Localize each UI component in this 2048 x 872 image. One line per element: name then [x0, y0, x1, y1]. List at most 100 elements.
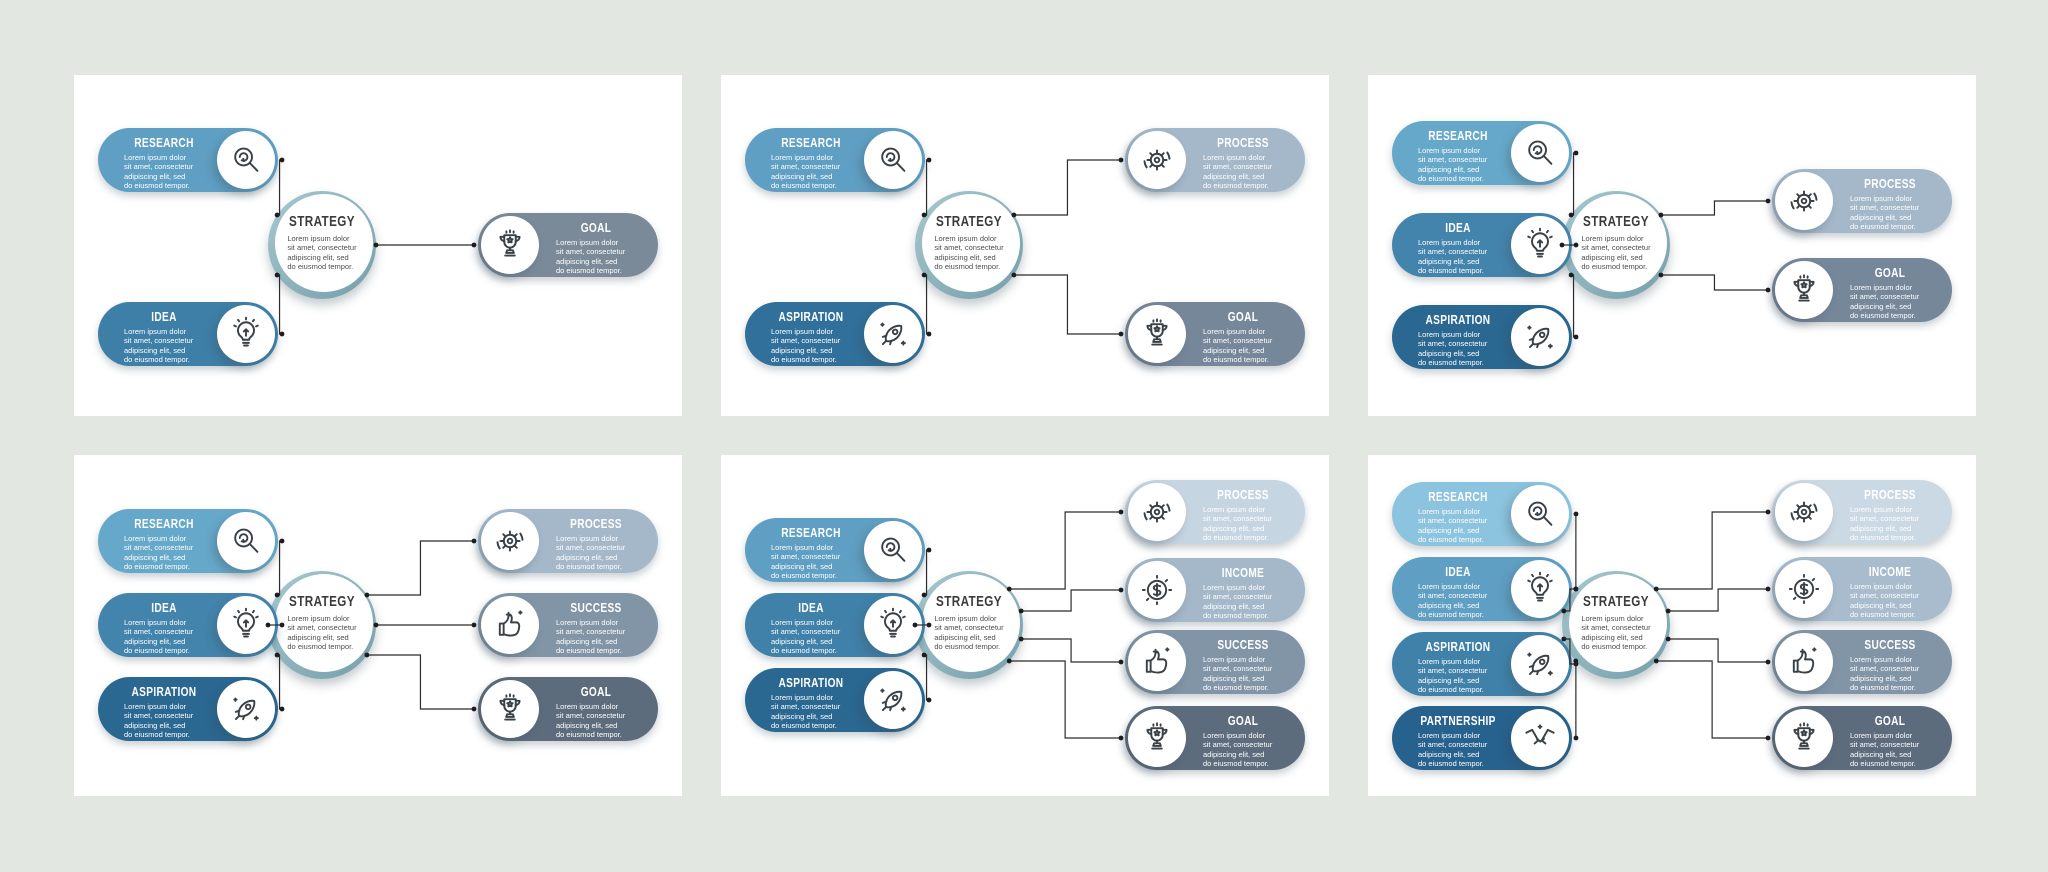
pill-description: Lorem ipsum dolor sit amet, consectetur …: [124, 534, 194, 571]
trophy-icon: [1793, 274, 1815, 302]
strategy-text: STRATEGY Lorem ipsum dolor sit amet, cons…: [1562, 594, 1670, 654]
gear-icon-circle: [1128, 131, 1186, 189]
search-icon-circle: [217, 131, 275, 189]
trophy-icon-circle: [481, 216, 539, 274]
pill-description: Lorem ipsum dolor sit amet, consectetur …: [771, 153, 841, 190]
lightbulb-icon: [1527, 571, 1553, 602]
lightbulb-icon-circle: [864, 596, 922, 654]
lightbulb-icon-circle: [1511, 560, 1569, 618]
strategy-title: STRATEGY: [936, 213, 1002, 230]
pill-title-income: INCOME: [1221, 565, 1265, 580]
pill-title-research: RESEARCH: [781, 525, 841, 540]
pill-description: Lorem ipsum dolor sit amet, consectetur …: [771, 543, 841, 580]
pill-title-success: SUCCESS: [570, 600, 622, 615]
pill-title-goal: GOAL: [1227, 713, 1259, 728]
rocket-icon-circle: [1511, 308, 1569, 366]
search-icon-circle: [864, 521, 922, 579]
search-icon-circle: [217, 512, 275, 570]
pill-title-research: RESEARCH: [781, 135, 841, 150]
rocket-icon: [233, 697, 259, 721]
strategy-description: Lorem ipsum dolor sit amet, consectetur …: [1581, 234, 1651, 271]
strategy-circle: [1569, 574, 1667, 672]
thumbs-up-icon-circle: [1128, 633, 1186, 691]
trophy-icon-circle: [1128, 709, 1186, 767]
gear-icon: [1790, 190, 1818, 212]
gear-icon: [496, 530, 524, 552]
infographic-card-6: STRATEGY Lorem ipsum dolor sit amet, cons…: [1368, 455, 1976, 796]
pill-description: Lorem ipsum dolor sit amet, consectetur …: [1418, 731, 1488, 768]
pill-title-idea: IDEA: [1445, 564, 1471, 579]
rocket-icon: [880, 322, 906, 346]
pill-title-aspiration: ASPIRATION: [778, 675, 844, 690]
rocket-icon-circle: [864, 305, 922, 363]
search-icon-circle: [1511, 124, 1569, 182]
pill-description: Lorem ipsum dolor sit amet, consectetur …: [1850, 194, 1920, 231]
pill-description: Lorem ipsum dolor sit amet, consectetur …: [124, 153, 194, 190]
trophy-icon-circle: [1775, 261, 1833, 319]
pill-text-research: RESEARCH Lorem ipsum dolor sit amet, cons…: [759, 136, 863, 190]
lightbulb-icon: [233, 316, 259, 347]
strategy-circle: [922, 574, 1020, 672]
strategy-description: Lorem ipsum dolor sit amet, consectetur …: [934, 614, 1004, 651]
strategy-description: Lorem ipsum dolor sit amet, consectetur …: [287, 614, 357, 651]
strategy-title: STRATEGY: [289, 593, 355, 610]
pill-description: Lorem ipsum dolor sit amet, consectetur …: [1850, 731, 1920, 768]
pill-title-idea: IDEA: [1445, 220, 1471, 235]
gear-icon-circle: [1775, 172, 1833, 230]
search-icon: [881, 537, 906, 562]
pill-text-research: RESEARCH Lorem ipsum dolor sit amet, cons…: [759, 526, 863, 580]
pill-text-process: PROCESS Lorem ipsum dolor sit amet, conse…: [1838, 177, 1942, 231]
search-icon-circle: [864, 131, 922, 189]
pill-text-goal: GOAL Lorem ipsum dolor sit amet, consecte…: [1838, 714, 1942, 768]
strategy-title: STRATEGY: [1583, 213, 1649, 230]
lightbulb-icon: [880, 607, 906, 638]
lightbulb-icon-circle: [1511, 216, 1569, 274]
thumbs-up-icon-circle: [1775, 633, 1833, 691]
thumbs-up-icon-circle: [481, 596, 539, 654]
pill-title-goal: GOAL: [580, 684, 612, 699]
rocket-icon: [1527, 652, 1553, 676]
strategy-text: STRATEGY Lorem ipsum dolor sit amet, cons…: [1562, 214, 1670, 274]
handshake-icon: [1525, 724, 1555, 745]
pill-title-process: PROCESS: [1864, 176, 1916, 191]
gear-icon: [1790, 501, 1818, 523]
handshake-icon-circle: [1511, 709, 1569, 767]
strategy-title: STRATEGY: [1583, 593, 1649, 610]
lightbulb-icon-circle: [217, 305, 275, 363]
strategy-circle: [922, 194, 1020, 292]
search-icon-circle: [1511, 485, 1569, 543]
gear-icon-circle: [481, 512, 539, 570]
rocket-icon: [1527, 325, 1553, 349]
strategy-circle: [275, 194, 373, 292]
pill-description: Lorem ipsum dolor sit amet, consectetur …: [1850, 655, 1920, 692]
lightbulb-icon-circle: [217, 596, 275, 654]
strategy-description: Lorem ipsum dolor sit amet, consectetur …: [287, 234, 357, 271]
strategy-description: Lorem ipsum dolor sit amet, consectetur …: [1581, 614, 1651, 651]
pill-description: Lorem ipsum dolor sit amet, consectetur …: [1203, 731, 1273, 768]
pill-title-goal: GOAL: [1874, 713, 1906, 728]
pill-title-goal: GOAL: [1227, 309, 1259, 324]
trophy-icon: [499, 229, 521, 257]
lightbulb-icon: [1527, 227, 1553, 258]
pill-description: Lorem ipsum dolor sit amet, consectetur …: [556, 238, 626, 275]
pill-title-idea: IDEA: [151, 309, 177, 324]
